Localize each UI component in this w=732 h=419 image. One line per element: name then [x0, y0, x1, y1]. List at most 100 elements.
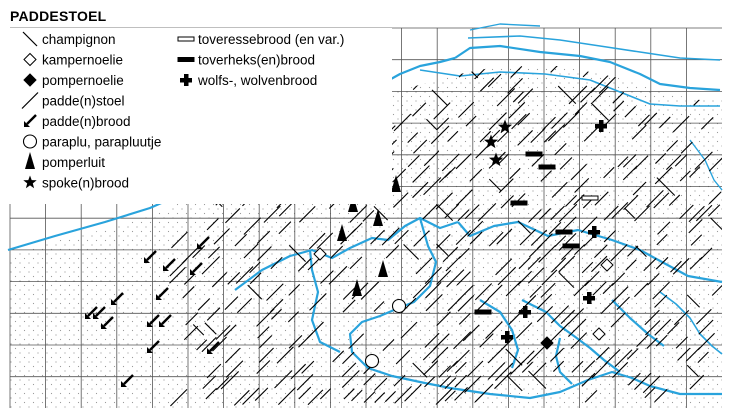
slash-mark [653, 192, 670, 209]
slash-mark [394, 229, 409, 245]
slash-mark [688, 77, 701, 89]
slash-mark [423, 177, 442, 196]
slash-mark [550, 205, 565, 221]
slash-mark [363, 373, 376, 386]
slash-mark [562, 111, 580, 128]
legend-label: toverheks(en)brood [198, 53, 315, 68]
slash-mark [433, 102, 451, 120]
slash-mark [412, 181, 429, 199]
slash-mark [215, 377, 230, 391]
slash-mark [288, 335, 303, 349]
slash-mark [631, 124, 647, 140]
pomperluit-mark [391, 175, 401, 192]
slash-mark [488, 112, 507, 131]
slash-mark [206, 363, 222, 379]
kampernoelie-mark [600, 258, 614, 272]
wolvenbrood-mark [588, 226, 600, 238]
slash-mark [467, 360, 484, 377]
slash-mark [591, 86, 609, 104]
slash-mark [288, 284, 301, 296]
slash-mark [646, 337, 658, 349]
legend-label: pomperluit [42, 155, 105, 170]
champignon-mark [505, 348, 523, 366]
slash-mark [457, 101, 475, 118]
slash-mark [407, 154, 420, 168]
wolvenbrood-mark [595, 120, 607, 132]
slash-mark [665, 154, 682, 170]
wolvenbrood-mark [501, 331, 513, 343]
slash-mark [694, 151, 713, 170]
legend-label: kampernoelie [42, 53, 123, 68]
slash-mark [341, 362, 357, 378]
legend-label: pompernoelie [42, 73, 124, 88]
slash-mark [670, 260, 682, 273]
slash-mark [374, 392, 386, 403]
slash-mark [349, 205, 368, 223]
legend-item: toveressebrood (en var.) [177, 32, 344, 47]
slash-mark [539, 208, 551, 220]
slash-mark [550, 322, 570, 342]
slash-mark [242, 387, 260, 405]
slash-mark [445, 255, 461, 272]
slash-mark [674, 154, 688, 167]
slash-mark [363, 391, 376, 403]
champignon-mark [373, 206, 389, 221]
slash-mark [645, 320, 661, 336]
slash-mark [594, 244, 608, 259]
padde-n-brood-mark [156, 287, 169, 300]
slash-mark [610, 244, 628, 262]
slash-mark [559, 157, 573, 170]
slash-mark [707, 204, 721, 217]
slash-mark [510, 360, 525, 375]
slash-mark [611, 272, 626, 287]
slash-mark [254, 387, 269, 401]
slash-mark [497, 131, 509, 143]
slash-mark [511, 113, 527, 130]
slash-mark [582, 360, 596, 373]
slash-mark [570, 332, 588, 349]
slash-mark [497, 266, 517, 286]
slash-mark [202, 375, 217, 390]
estuary [454, 44, 721, 92]
slash-mark [568, 308, 585, 325]
slash-mark [224, 296, 239, 310]
slash-mark [591, 362, 608, 379]
slash-mark [643, 66, 661, 76]
slash-mark [581, 261, 594, 274]
slash-mark [454, 361, 467, 374]
slash-mark [554, 235, 567, 247]
slash-mark [441, 153, 460, 172]
paraplu-mark [364, 353, 380, 369]
slash-mark [201, 336, 217, 353]
slash-mark [413, 139, 428, 154]
slash-mark [384, 391, 396, 403]
slash-mark [185, 312, 199, 326]
slash-mark [227, 271, 241, 285]
slash-mark [512, 91, 524, 103]
legend-item: toverheks(en)brood [177, 53, 315, 68]
slash-mark [552, 360, 565, 372]
slash-mark [674, 66, 694, 81]
slash-mark [474, 383, 494, 403]
slash-mark [287, 311, 300, 323]
paraplu-mark [22, 134, 38, 149]
slash-mark [580, 216, 598, 234]
champignon-mark [288, 244, 306, 263]
slash-mark [464, 375, 482, 393]
slash-mark [454, 374, 468, 388]
slash-mark [686, 347, 701, 362]
slash-mark [625, 259, 637, 271]
slash-mark [415, 257, 433, 275]
slash-mark [446, 269, 465, 288]
slash-mark [197, 298, 211, 311]
slash-mark [642, 375, 661, 394]
slash-mark [690, 66, 705, 78]
slash-mark [400, 321, 418, 339]
slash-mark [370, 229, 385, 245]
slash-mark [530, 127, 546, 143]
slash-mark [565, 194, 577, 207]
slash-mark [697, 351, 709, 363]
slash-mark [249, 261, 261, 274]
slash-mark [457, 209, 470, 222]
slash-mark [297, 258, 312, 272]
